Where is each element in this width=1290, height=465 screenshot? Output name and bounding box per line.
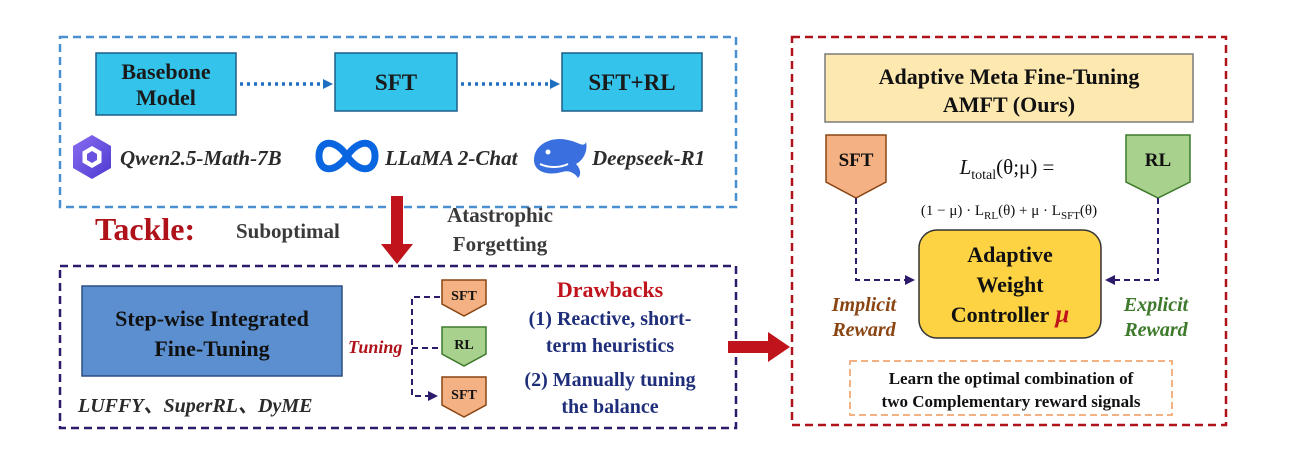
stepwise-methods: LUFFY、SuperRL、DyME [77, 395, 312, 417]
amft-title-line1: Adaptive Meta Fine-Tuning [879, 64, 1140, 89]
formula-rhs: (1 − μ) · LRL(θ) + μ · LSFT(θ) [921, 203, 1097, 222]
controller-box [918, 229, 1102, 339]
implicit-reward-line2: Reward [831, 319, 896, 341]
controller-line1: Adaptive [967, 242, 1053, 267]
sft-stage-label: SFT [375, 70, 417, 95]
learn-line1: Learn the optimal combination of [889, 369, 1134, 388]
llama-model-name: LLaMA 2-Chat [384, 146, 519, 170]
implicit-reward-line1: Implicit [831, 294, 898, 316]
sft-to-controller-connector [855, 198, 915, 285]
drawback-1-line1: (1) Reactive, short- [529, 308, 692, 330]
explicit-reward-line2: Reward [1123, 319, 1188, 341]
sft-stage-box [334, 52, 458, 112]
stack-rl-shape [441, 326, 487, 367]
basebone-model-box [95, 52, 237, 116]
drawback-2-line1: (2) Manually tuning [524, 369, 695, 391]
forgetting-label-line2: Forgetting [453, 232, 548, 256]
learn-line2: two Complementary reward signals [882, 392, 1141, 411]
sft-rl-stage-label: SFT+RL [588, 70, 675, 95]
stepwise-title-line2: Fine-Tuning [154, 336, 269, 361]
drawbacks-title: Drawbacks [557, 277, 664, 302]
amft-sft-shape [825, 134, 887, 199]
down-arrow-icon [381, 196, 413, 264]
amft-rl-label: RL [1145, 150, 1171, 171]
stack-sft-top-shape [441, 279, 487, 317]
rl-to-controller-connector [1105, 198, 1159, 285]
tuning-label: Tuning [348, 337, 402, 357]
stack-sft-top-label: SFT [451, 289, 477, 304]
deepseek-model-name: Deepseek-R1 [591, 146, 705, 170]
suboptimal-label: Suboptimal [236, 219, 340, 243]
basebone-model-label-line2: Model [136, 85, 196, 110]
formula-lhs: Ltotal(θ;μ) = [959, 155, 1055, 183]
right-arrow-icon [728, 332, 790, 362]
tackle-label: Tackle: [95, 211, 195, 247]
meta-infinity-logo-icon [315, 139, 379, 173]
qwen-logo-icon [73, 135, 111, 179]
forgetting-label-line1: Atastrophic [447, 203, 553, 227]
amft-sft-label: SFT [839, 150, 874, 171]
explicit-reward-line1: Explicit [1123, 294, 1190, 316]
stepwise-title-line1: Step-wise Integrated [115, 306, 309, 331]
sft-rl-stage-box [561, 52, 703, 112]
amft-rl-shape [1125, 134, 1191, 199]
qwen-model-name: Qwen2.5-Math-7B [120, 146, 282, 170]
basebone-model-label-line1: Basebone [121, 59, 210, 84]
learn-box [849, 360, 1173, 416]
amft-title-box [824, 53, 1194, 123]
controller-line2: Weight [976, 272, 1044, 297]
deepseek-whale-logo-icon [534, 138, 587, 178]
stack-sft-bottom-label: SFT [451, 388, 477, 403]
drawback-2-line2: the balance [561, 396, 658, 418]
tuning-bracket [411, 296, 440, 401]
stepwise-box [81, 285, 343, 377]
drawback-1-line2: term heuristics [546, 335, 675, 357]
amft-title-line2: AMFT (Ours) [943, 92, 1075, 117]
stack-sft-bottom-shape [441, 376, 487, 418]
amft-panel [790, 35, 1228, 427]
stack-rl-label: RL [454, 338, 473, 353]
